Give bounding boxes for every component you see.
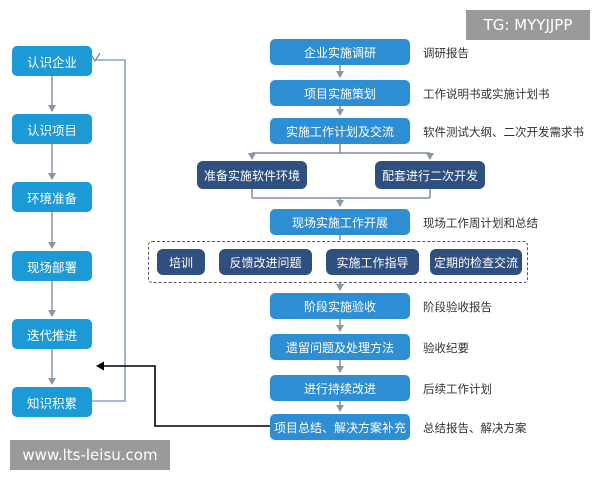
step-project-summary: 项目总结、解决方案补充: [270, 414, 410, 440]
activity-regular-check: 定期的检查交流: [430, 249, 522, 275]
left-node-env-prep: 环境准备: [12, 182, 92, 212]
step-project-planning: 项目实施策划: [270, 80, 410, 106]
left-node-know-project: 认识项目: [12, 114, 92, 144]
note-followup-plan: 后续工作计划: [423, 382, 492, 396]
center-flow-arrows: [248, 65, 434, 412]
step-enterprise-survey: 企业实施调研: [270, 39, 410, 65]
left-node-onsite-deploy: 现场部署: [12, 251, 92, 281]
step-stage-acceptance: 阶段实施验收: [270, 293, 410, 319]
watermark-bottom: www.lts-leisu.com: [10, 440, 170, 470]
branch-secondary-dev: 配套进行二次开发: [375, 161, 485, 189]
note-summary-report: 总结报告、解决方案: [423, 421, 527, 435]
activity-guidance: 实施工作指导: [326, 249, 419, 275]
activity-feedback: 反馈改进问题: [219, 249, 312, 275]
note-acceptance-minutes: 验收纪要: [423, 341, 469, 355]
note-test-outline: 软件测试大纲、二次开发需求书: [423, 125, 584, 139]
step-work-plan: 实施工作计划及交流: [270, 118, 410, 144]
step-onsite-work: 现场实施工作开展: [270, 209, 410, 235]
note-acceptance-report: 阶段验收报告: [423, 300, 492, 314]
watermark-top: TG: MYYJJPP: [466, 10, 590, 40]
feedback-arrow: [96, 361, 270, 427]
note-work-statement: 工作说明书或实施计划书: [423, 87, 550, 101]
activities-group: [148, 241, 528, 283]
left-node-know-enterprise: 认识企业: [12, 46, 92, 76]
loop-back-arrow: [92, 60, 126, 402]
note-weekly-plan: 现场工作周计划和总结: [423, 216, 538, 230]
branch-prepare-env: 准备实施软件环境: [197, 161, 307, 189]
left-node-knowledge: 知识积累: [12, 387, 92, 417]
note-survey-report: 调研报告: [423, 46, 469, 60]
left-node-iteration: 迭代推进: [12, 319, 92, 349]
step-continuous-improve: 进行持续改进: [270, 375, 410, 401]
activity-training: 培训: [157, 249, 205, 275]
step-remaining-issues: 遗留问题及处理方法: [270, 334, 410, 360]
